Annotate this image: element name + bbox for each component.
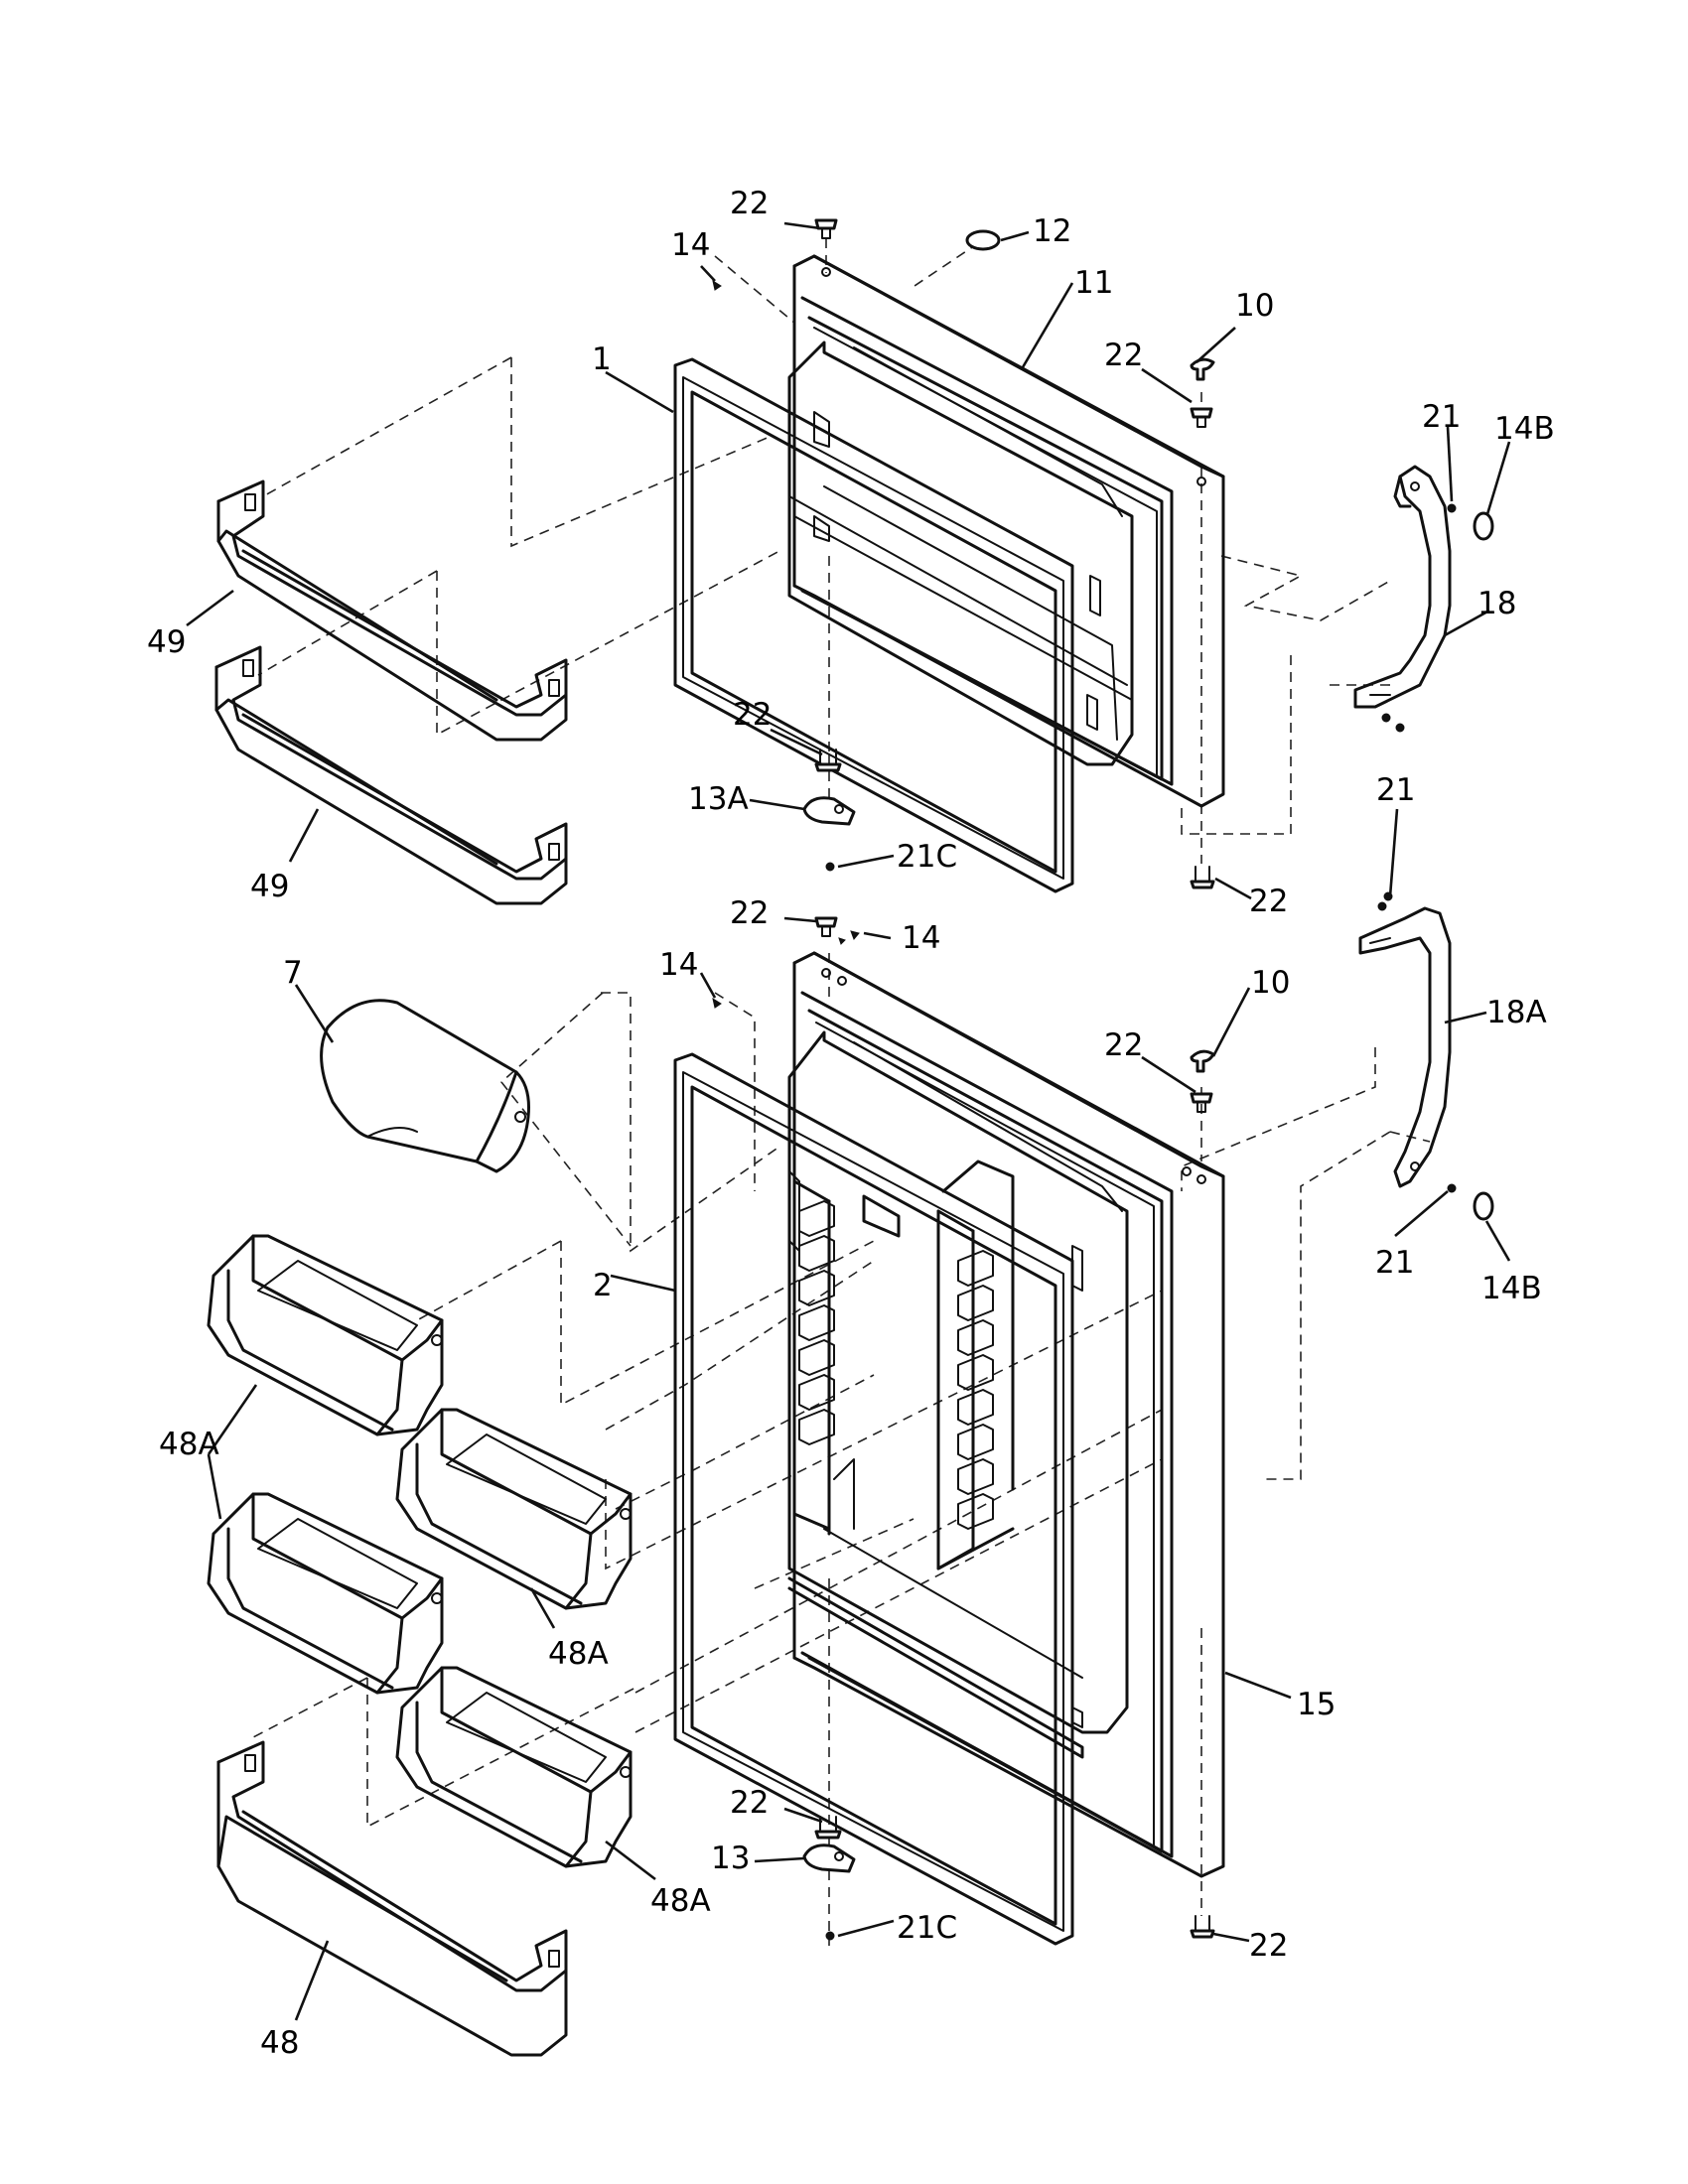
callout-21: 21: [1376, 772, 1415, 808]
door-bin-1: [207, 1234, 444, 1436]
callout-21c: 21C: [897, 1910, 957, 1946]
callout-11: 11: [1074, 265, 1113, 301]
callout-22: 22: [730, 895, 769, 931]
callout-49: 49: [147, 624, 186, 660]
callout-13a: 13A: [688, 781, 749, 817]
callout-22: 22: [733, 697, 772, 733]
callout-14b: 14B: [1494, 411, 1555, 447]
callout-49: 49: [250, 869, 289, 904]
callout-48: 48: [260, 2025, 299, 2061]
callout-13: 13: [711, 1841, 750, 1876]
freezer-door-gasket: [673, 357, 1074, 893]
callout-22: 22: [1249, 884, 1288, 919]
hardware: [712, 218, 1494, 1941]
callout-22: 22: [1104, 1027, 1143, 1063]
freezer-door-handle: [1353, 465, 1452, 709]
callout-12: 12: [1033, 213, 1071, 249]
fresh-food-door-handle: [1358, 906, 1452, 1188]
freezer-door-shelf-lower: [214, 645, 568, 905]
callout-22: 22: [1249, 1928, 1288, 1964]
shelf-bumps-right: [957, 1250, 994, 1530]
callout-14: 14: [671, 227, 710, 263]
callout-2: 2: [593, 1268, 613, 1303]
callout-14: 14: [659, 947, 698, 983]
freezer-door: [787, 254, 1225, 808]
callout-18: 18: [1477, 586, 1516, 621]
freezer-door-shelf-upper: [216, 479, 568, 742]
callout-labels: 22 12 14 11 10 1 22 21 14B 49 18 22 21 1…: [147, 186, 1555, 2061]
callout-1: 1: [592, 341, 612, 377]
callout-21: 21: [1375, 1245, 1414, 1281]
callout-7: 7: [283, 955, 303, 991]
callout-22: 22: [730, 186, 769, 221]
door-bin-2: [207, 1492, 444, 1695]
fresh-food-door-gasket: [673, 1052, 1074, 1946]
callout-22: 22: [730, 1785, 769, 1821]
callout-14: 14: [902, 920, 940, 956]
callout-14b: 14B: [1481, 1271, 1542, 1306]
callout-48a: 48A: [548, 1636, 609, 1672]
callout-48a: 48A: [650, 1883, 711, 1919]
door-shelf-48: [216, 1740, 568, 2057]
callout-15: 15: [1297, 1687, 1336, 1722]
callout-18a: 18A: [1486, 995, 1547, 1030]
leader-lines: [186, 221, 1511, 2021]
callout-21c: 21C: [897, 839, 957, 875]
door-bin-4: [395, 1666, 633, 1868]
dairy-compartment: [320, 999, 530, 1173]
shelf-bumps-left: [798, 1200, 835, 1445]
assembly-dashed-lines: [252, 232, 1431, 1946]
callout-48a: 48A: [159, 1427, 219, 1462]
callout-22: 22: [1104, 338, 1143, 373]
callout-10: 10: [1235, 288, 1274, 324]
callout-10: 10: [1251, 965, 1290, 1001]
door-bin-3: [395, 1408, 633, 1610]
callout-21: 21: [1422, 399, 1461, 435]
fresh-food-door: [787, 951, 1225, 1878]
